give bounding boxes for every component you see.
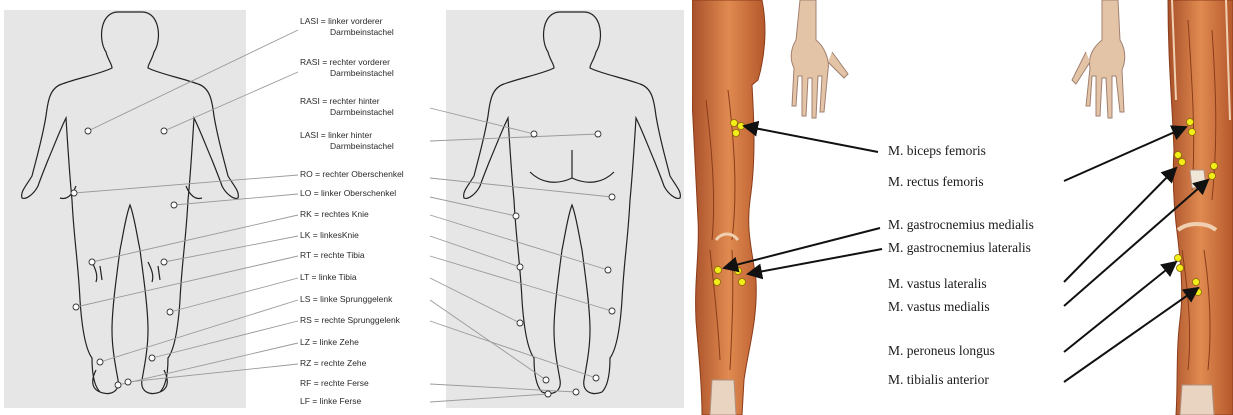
marker-label-lt: LT = linke Tibia	[300, 272, 357, 283]
muscle-diagram-panel: M. biceps femoris M. rectus femoris M. g…	[692, 0, 1233, 415]
muscle-label-peroneus-longus: M. peroneus longus	[888, 343, 995, 359]
marker-label-rt: RT = rechte Tibia	[300, 250, 365, 261]
muscle-label-tibialis-anterior: M. tibialis anterior	[888, 372, 989, 388]
front-body-outline	[22, 12, 239, 394]
anterior-hand	[1072, 0, 1125, 118]
marker-label-rk: RK = rechtes Knie	[300, 209, 369, 220]
muscle-label-gastrocnemius-medialis: M. gastrocnemius medialis	[888, 217, 1034, 233]
marker-label-rz: RZ = rechte Zehe	[300, 358, 366, 369]
muscle-label-gastrocnemius-lateralis: M. gastrocnemius lateralis	[888, 240, 1031, 256]
posterior-hand	[791, 0, 848, 118]
marker-label-lo: LO = linker Oberschenkel	[300, 188, 396, 199]
muscle-label-vastus-medialis: M. vastus medialis	[888, 299, 990, 315]
marker-label-lz: LZ = linke Zehe	[300, 337, 359, 348]
marker-label-lk: LK = linkesKnie	[300, 230, 359, 241]
marker-label-ls: LS = linke Sprunggelenk	[300, 294, 392, 305]
posterior-leg	[692, 0, 765, 415]
marker-label-lf: LF = linke Ferse	[300, 396, 361, 407]
muscle-label-biceps-femoris: M. biceps femoris	[888, 143, 986, 159]
marker-label-rs: RS = rechte Sprunggelenk	[300, 315, 400, 326]
muscle-label-vastus-lateralis: M. vastus lateralis	[888, 276, 987, 292]
back-body-outline	[464, 12, 681, 394]
marker-label-ro: RO = rechter Oberschenkel	[300, 169, 404, 180]
muscle-label-rectus-femoris: M. rectus femoris	[888, 174, 984, 190]
marker-label-rf: RF = rechte Ferse	[300, 378, 369, 389]
